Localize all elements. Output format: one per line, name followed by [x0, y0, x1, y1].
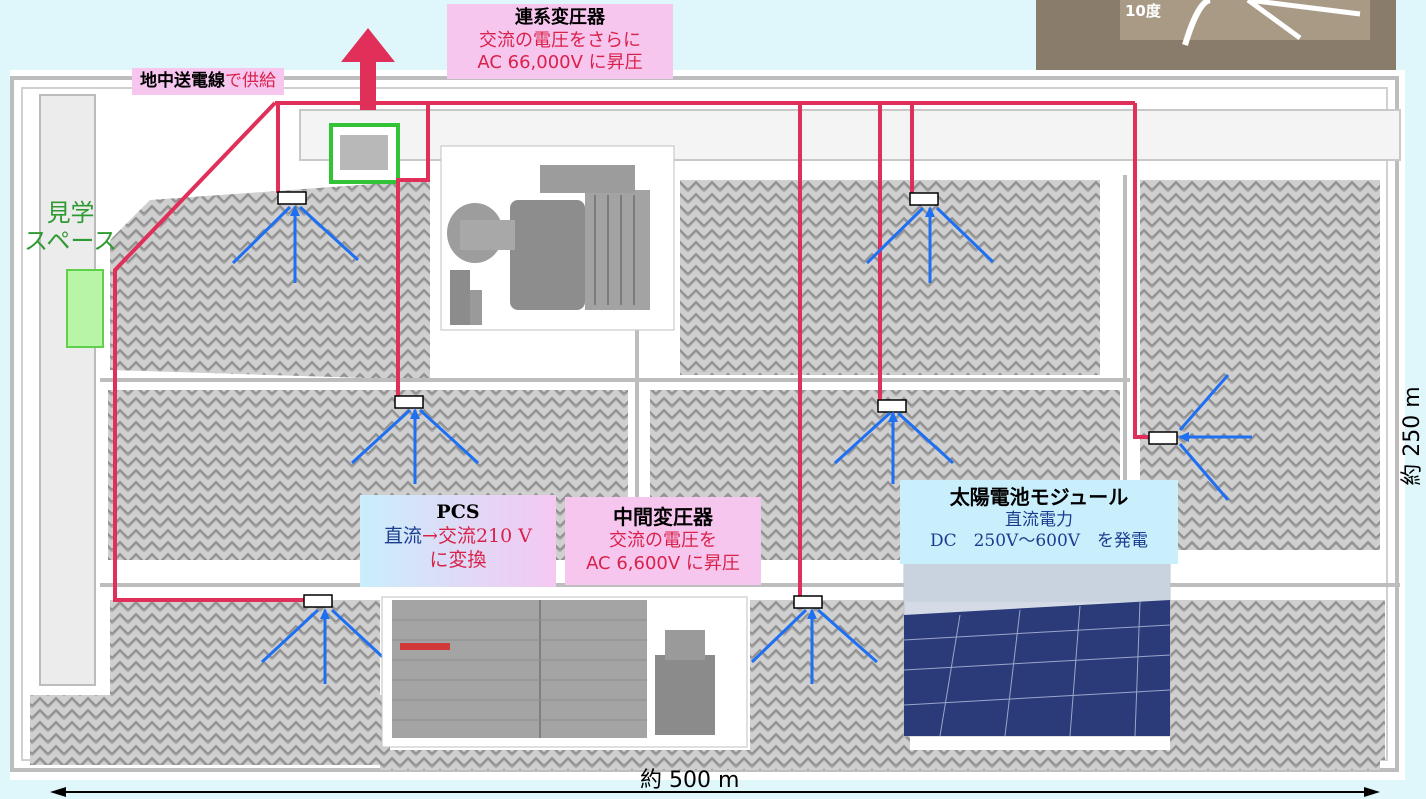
interconnect-transformer-title: 連系変圧器 [515, 7, 605, 28]
pcs-transformer-photo [381, 596, 748, 748]
pcs-title: PCS [436, 501, 480, 523]
width-dimension-label: 約 500 m [640, 768, 740, 793]
supply-label: 地中送電線で供給 [132, 68, 284, 96]
pcs-line2: に変換 [429, 548, 487, 571]
angle-label: 10度 [1125, 2, 1161, 20]
pcs-units [277, 191, 1178, 609]
viewing-space-area [66, 269, 104, 348]
solar-module-title: 太陽電池モジュール [949, 485, 1129, 509]
viewing-space-line2: スペース [24, 226, 118, 255]
solar-module-line1: 直流電力 [1005, 510, 1073, 530]
mid-transformer-line1: 交流の電圧を [609, 530, 717, 551]
supply-up-arrow [341, 28, 395, 110]
solar-module-photo [903, 563, 1171, 737]
solar-module-label: 太陽電池モジュール 直流電力 DC 250V～600V を発電 [900, 480, 1178, 564]
mid-transformer-label: 中間変圧器 交流の電圧を AC 6,600V に昇圧 [565, 497, 761, 585]
supply-label-main: 地中送電線 [140, 71, 225, 91]
height-dimension-label: 約 250 m [1400, 386, 1425, 486]
solar-module-line2: DC 250V～600V を発電 [929, 531, 1149, 552]
viewing-space-line1: 見学 [46, 199, 95, 227]
interconnect-transformer-line2: AC 66,000V に昇圧 [477, 52, 643, 73]
mid-transformer-line2: AC 6,600V に昇圧 [586, 552, 740, 574]
pcs-line1-b: →交流210 V [422, 524, 532, 547]
pcs-line1-a: 直流 [384, 524, 423, 547]
interconnect-transformer-photo [440, 145, 675, 331]
supply-label-suffix: で供給 [225, 71, 276, 91]
interconnect-transformer-line1: 交流の電圧をさらに [479, 29, 641, 51]
mid-transformer-title: 中間変圧器 [613, 505, 713, 529]
mounting-angle-photo [1036, 0, 1396, 70]
arrowheads [290, 205, 1189, 619]
viewing-space-label: 見学 スペース [24, 199, 118, 255]
width-dimension-line [50, 787, 1380, 797]
interconnect-transformer-label: 連系変圧器 交流の電圧をさらに AC 66,000V に昇圧 [447, 4, 673, 79]
substation-equipment [340, 135, 388, 170]
transmission-lines [113, 101, 1153, 602]
module-feed-arrows [231, 205, 1252, 684]
pcs-label: PCS 直流→交流210 V に変換 [360, 495, 556, 587]
